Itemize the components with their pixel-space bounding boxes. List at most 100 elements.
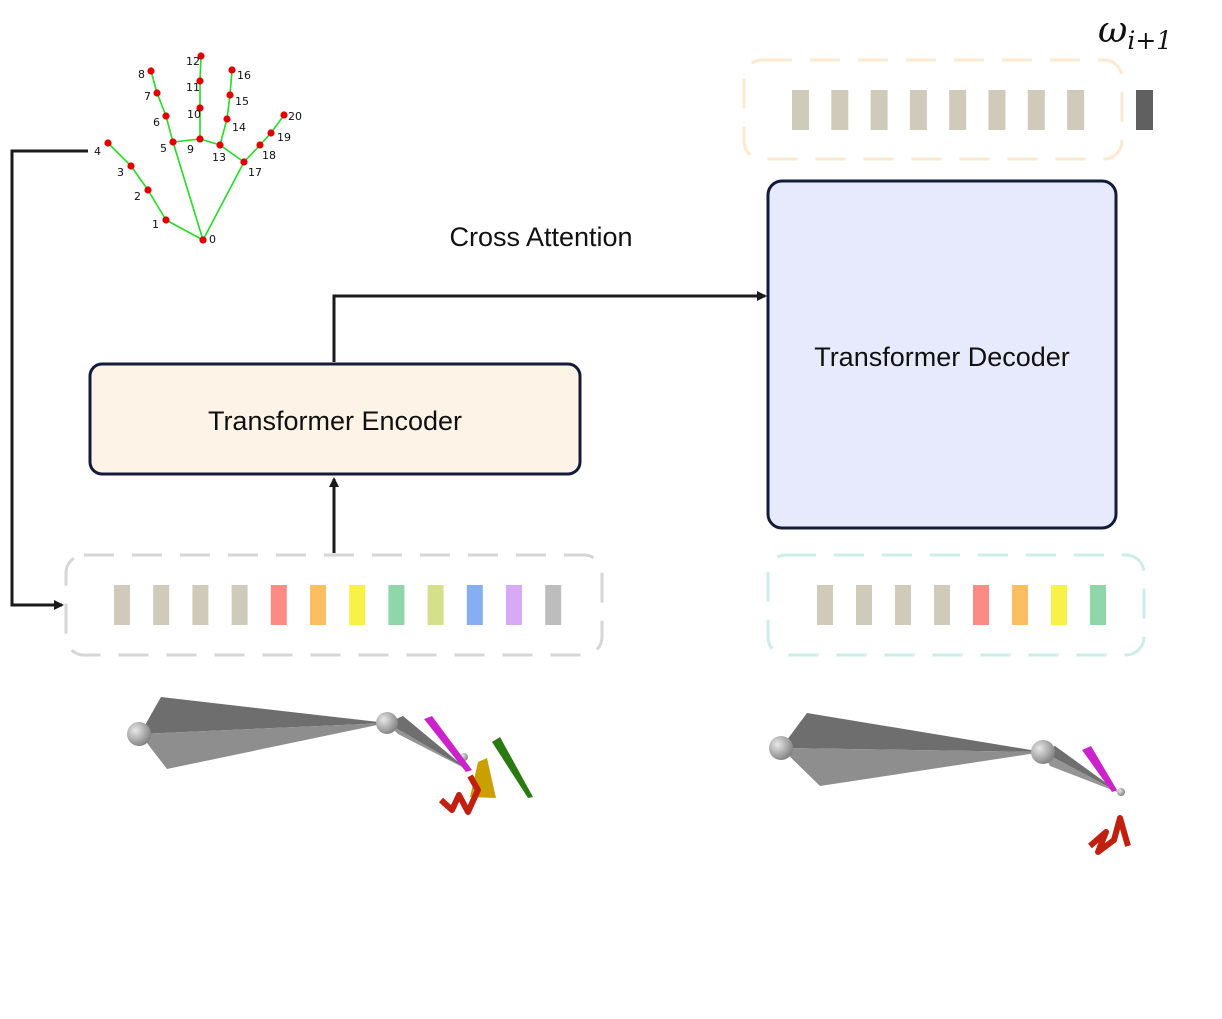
- hand-keypoint: [127, 162, 135, 170]
- hand-keypoint: [196, 135, 204, 143]
- decoder-output-token: [949, 90, 967, 130]
- hand-bone: [270, 114, 285, 134]
- hand-bone: [150, 70, 158, 94]
- hand-keypoint-label: 18: [262, 149, 276, 162]
- hand-keypoint: [104, 139, 112, 147]
- encoder-token: [114, 585, 130, 625]
- hand-bone: [107, 142, 132, 167]
- hand-keypoint-label: 17: [248, 166, 262, 179]
- transformer-decoder-label: Transformer Decoder: [814, 342, 1070, 372]
- forearm-bone: [387, 716, 468, 770]
- decoder-output-token: [792, 90, 809, 130]
- decoder-input-token: [1012, 585, 1028, 625]
- wrist-joint: [1117, 788, 1125, 796]
- hand-keypoint: [256, 141, 264, 149]
- hand-bone: [226, 94, 231, 120]
- upper-arm-bone: [781, 713, 1043, 752]
- hand-bone: [147, 189, 167, 221]
- hand-keypoint: [199, 236, 207, 244]
- decoder-output-token: [870, 90, 888, 130]
- hand-keypoint-label: 12: [186, 55, 200, 68]
- decoder-input-token: [856, 585, 872, 625]
- encoder-token: [466, 585, 483, 625]
- hand-bone: [172, 141, 204, 241]
- encoder-token: [506, 585, 522, 625]
- encoder-token-border: [64, 553, 604, 657]
- encoder-token: [153, 585, 170, 625]
- decoder-output-token: [1027, 90, 1045, 130]
- hand-bone: [219, 144, 245, 163]
- forearm-bone: [1043, 746, 1120, 793]
- encoder-token: [270, 585, 287, 625]
- hand-keypoint: [280, 111, 288, 119]
- decoder-input-token: [973, 585, 989, 625]
- upper-arm-bone-lower: [140, 723, 387, 769]
- hand-keypoint: [216, 141, 224, 149]
- hand-keypoint: [197, 52, 205, 60]
- hand-keypoint: [169, 138, 177, 146]
- hand-keypoint-label: 15: [235, 95, 249, 108]
- decoder-input-token: [895, 585, 911, 625]
- transformer-encoder-label: Transformer Encoder: [208, 406, 462, 436]
- arm-pose-left: [127, 697, 533, 815]
- hand-bone: [199, 55, 202, 82]
- hand-keypoint: [196, 104, 204, 112]
- magenta-bone: [424, 716, 472, 772]
- hand-bone: [202, 161, 245, 241]
- hand-keypoint-label: 3: [117, 166, 124, 179]
- hand-keypoint: [228, 66, 236, 74]
- hand-bone: [219, 118, 228, 146]
- hand-keypoint-label: 0: [209, 233, 216, 246]
- magenta-bone: [1082, 746, 1117, 792]
- hand-keypoint-label: 20: [288, 110, 302, 123]
- hand-bone: [172, 138, 201, 143]
- hand-bone: [165, 115, 174, 143]
- shoulder-joint: [769, 736, 793, 760]
- hand-keypoint: [223, 115, 231, 123]
- decoder-output-token: [909, 90, 927, 130]
- hand-keypoint-label: 1: [152, 218, 159, 231]
- hand-bone: [156, 92, 167, 117]
- hand-keypoint-label: 11: [186, 81, 200, 94]
- decoder-input-token-sequence: [766, 553, 1146, 657]
- decoder-output-token-sequence: [742, 58, 1153, 161]
- hand-to-tokens-arrow: [10, 149, 88, 610]
- forearm-bone-lower: [1043, 752, 1120, 793]
- decoder-output-token: [1067, 90, 1085, 130]
- hand-keypoint-label: 5: [160, 142, 167, 155]
- decoder-input-token: [1051, 585, 1067, 625]
- hand-keypoint: [226, 91, 234, 99]
- encoder-token-sequence: [64, 553, 604, 657]
- cross-attention-arrow: [332, 291, 767, 362]
- next-token: [1136, 90, 1153, 130]
- transformer-decoder-box: [766, 179, 1118, 530]
- forearm-bone-lower: [387, 723, 468, 770]
- decoder-output-token: [988, 90, 1006, 130]
- decoder-input-token: [934, 585, 950, 625]
- encoder-token: [388, 585, 405, 625]
- hand-bone: [243, 144, 261, 163]
- green-bone: [492, 737, 533, 798]
- encoder-token: [349, 585, 366, 625]
- hand-keypoint: [267, 129, 275, 137]
- encoder-token: [310, 585, 326, 625]
- hand-bone: [229, 69, 233, 96]
- hand-keypoint-label: 6: [153, 116, 160, 129]
- decoder-output-token-border: [742, 58, 1124, 161]
- hand-bone: [165, 219, 204, 241]
- encoder-token: [427, 585, 444, 625]
- decoder-input-token-border: [766, 553, 1146, 657]
- red-finger: [438, 774, 481, 815]
- encoder-token: [192, 585, 209, 625]
- transformer-encoder-box: [88, 362, 582, 476]
- hand-keypoint: [153, 89, 161, 97]
- omega-next-label: ωi+1: [1098, 10, 1172, 55]
- decoder-output-token: [831, 90, 849, 130]
- elbow-joint: [1031, 740, 1055, 764]
- hand-keypoint-label: 7: [144, 90, 151, 103]
- decoder-input-token: [1090, 585, 1106, 625]
- encoder-token: [231, 585, 248, 625]
